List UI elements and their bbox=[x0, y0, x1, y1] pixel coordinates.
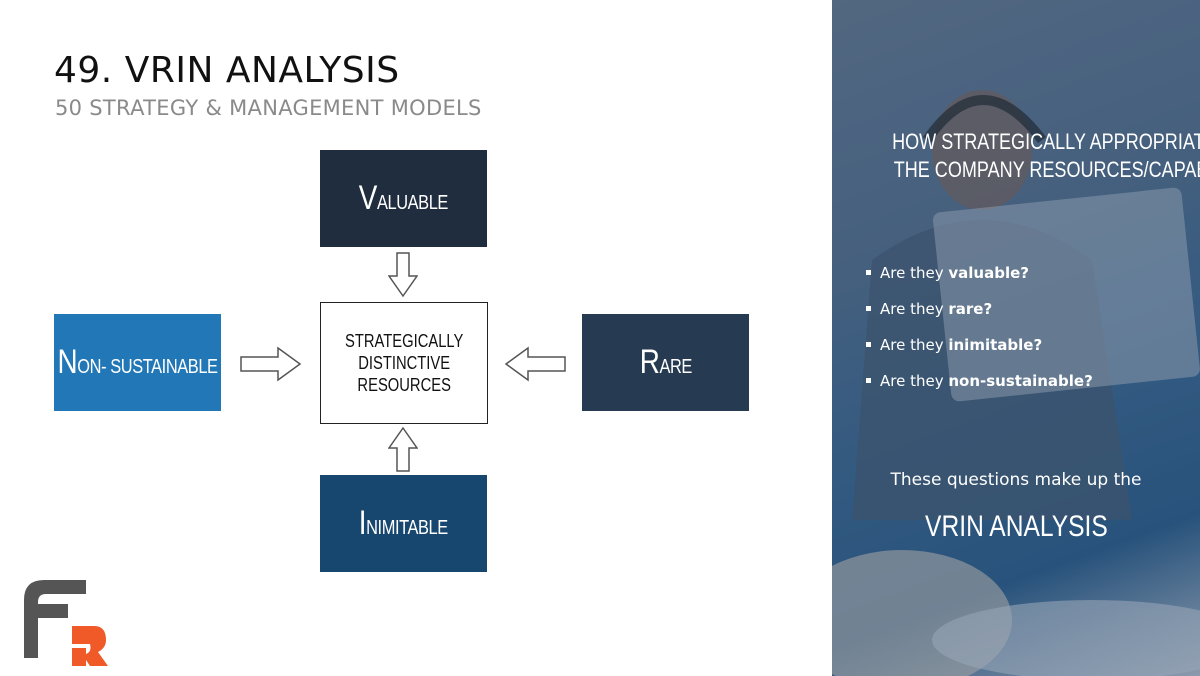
list-item: Are they valuable? bbox=[866, 264, 1093, 300]
rare-box: Rare bbox=[582, 314, 749, 411]
center-label: STRATEGICALLY DISTINCTIVE RESOURCES bbox=[344, 331, 464, 395]
list-item: Are they inimitable? bbox=[866, 336, 1093, 372]
list-item: Are they non-sustainable? bbox=[866, 372, 1093, 408]
arrow-right-icon bbox=[240, 346, 302, 382]
photo-panel: HOW STRATEGICALLY APPROPRIATE ARE THE CO… bbox=[832, 0, 1200, 676]
valuable-label: Valuable bbox=[358, 179, 449, 217]
list-item: Are they rare? bbox=[866, 300, 1093, 336]
arrow-left-icon bbox=[504, 346, 566, 382]
bullet-icon bbox=[866, 342, 871, 347]
bullet-icon bbox=[866, 270, 871, 275]
inimitable-box: Inimitable bbox=[320, 475, 487, 572]
rare-label: Rare bbox=[639, 343, 692, 381]
question-title: HOW STRATEGICALLY APPROPRIATE ARE THE CO… bbox=[852, 128, 1200, 184]
panel-overlay bbox=[832, 0, 1200, 676]
person-photo bbox=[832, 90, 1200, 676]
slide-subtitle: 50 STRATEGY & MANAGEMENT MODELS bbox=[55, 96, 482, 120]
bullet-icon bbox=[866, 306, 871, 311]
question-title-line2: THE COMPANY RESOURCES/CAPABILITIES: bbox=[893, 157, 1200, 182]
model-name-label: VRIN ANALYSIS bbox=[924, 510, 1108, 543]
non-sustainable-box: Non- sustainable bbox=[54, 314, 221, 411]
panel-footer-text: These questions make up the bbox=[890, 470, 1142, 490]
question-list: Are they valuable? Are they rare? Are th… bbox=[866, 264, 1093, 408]
valuable-box: Valuable bbox=[320, 150, 487, 247]
arrow-up-icon bbox=[388, 426, 418, 472]
model-name: VRIN ANALYSIS bbox=[832, 510, 1200, 544]
non-sustainable-label: Non- sustainable bbox=[57, 343, 218, 381]
center-box: STRATEGICALLY DISTINCTIVE RESOURCES bbox=[320, 302, 488, 424]
question-title-line1: HOW STRATEGICALLY APPROPRIATE ARE bbox=[892, 129, 1200, 154]
bullet-icon bbox=[866, 378, 871, 383]
slide-title: 49. VRIN ANALYSIS bbox=[54, 50, 400, 91]
brand-logo bbox=[24, 580, 114, 675]
inimitable-label: Inimitable bbox=[358, 504, 448, 542]
arrow-down-icon bbox=[388, 252, 418, 298]
